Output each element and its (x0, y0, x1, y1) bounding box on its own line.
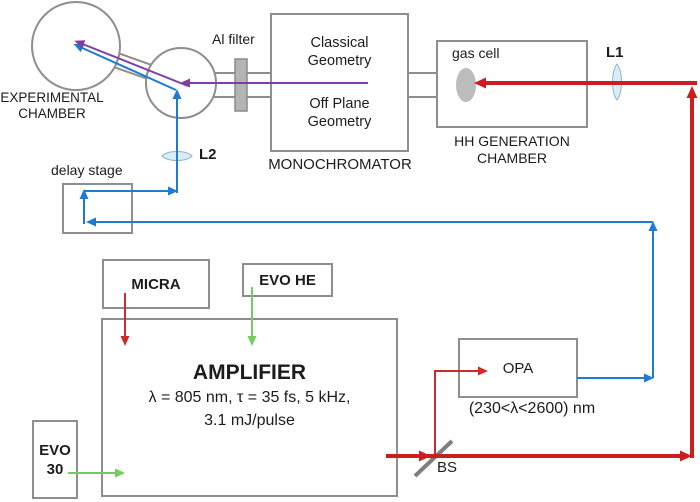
opa-label: OPA (502, 359, 534, 377)
monochromator-box: Classical Geometry Off Plane Geometry (270, 13, 409, 152)
monochromator-modes: Classical Geometry Off Plane Geometry (272, 34, 407, 131)
al-filter-rect (234, 58, 248, 112)
experimental-chamber-circle (31, 1, 121, 91)
amplifier-specs-line2: 3.1 mJ/pulse (204, 412, 295, 429)
purple-beam-diagonal (74, 40, 189, 87)
opa-box: OPA (458, 338, 578, 398)
l2-lens (161, 151, 193, 161)
off-plane-geometry-label: Off Plane Geometry (307, 95, 372, 130)
chamber-tube-upper (77, 38, 184, 77)
opa-range-label: (230<λ<2600) nm (468, 400, 596, 417)
amplifier-text: AMPLIFIER λ = 805 nm, τ = 35 fs, 5 kHz, … (103, 360, 396, 432)
experimental-chamber-label: EXPERIMENTAL CHAMBER (0, 90, 104, 122)
hh-generation-chamber-label: HH GENERATION CHAMBER (454, 133, 570, 167)
amplifier-box: AMPLIFIER λ = 805 nm, τ = 35 fs, 5 kHz, … (101, 318, 398, 497)
micra-label: MICRA (131, 275, 181, 293)
l2-label: L2 (199, 146, 217, 163)
blue-beam-diagonal (73, 44, 177, 91)
classical-geometry-label: Classical Geometry (307, 35, 372, 70)
bs-label: BS (437, 459, 458, 476)
monochromator-label: MONOCHROMATOR (268, 156, 412, 173)
delay-stage-box (62, 183, 133, 234)
delay-stage-label: delay stage (51, 162, 123, 178)
amplifier-label: AMPLIFIER (192, 361, 307, 384)
evo-30-label: EVO 30 (39, 441, 71, 478)
secondary-chamber-circle (145, 47, 217, 119)
gas-cell-label: gas cell (452, 45, 500, 61)
al-filter-label: Al filter (212, 31, 255, 47)
evo-30-box: EVO 30 (32, 420, 78, 499)
chamber-tube-lower (73, 52, 180, 91)
l1-lens (612, 63, 622, 101)
l1-label: L1 (606, 44, 624, 61)
hh-generation-chamber-box: gas cell (436, 40, 588, 128)
micra-box: MICRA (102, 259, 210, 309)
amplifier-specs-line1: λ = 805 nm, τ = 35 fs, 5 kHz, (148, 389, 351, 406)
evo-he-box: EVO HE (242, 263, 333, 297)
evo-he-label: EVO HE (259, 271, 316, 289)
